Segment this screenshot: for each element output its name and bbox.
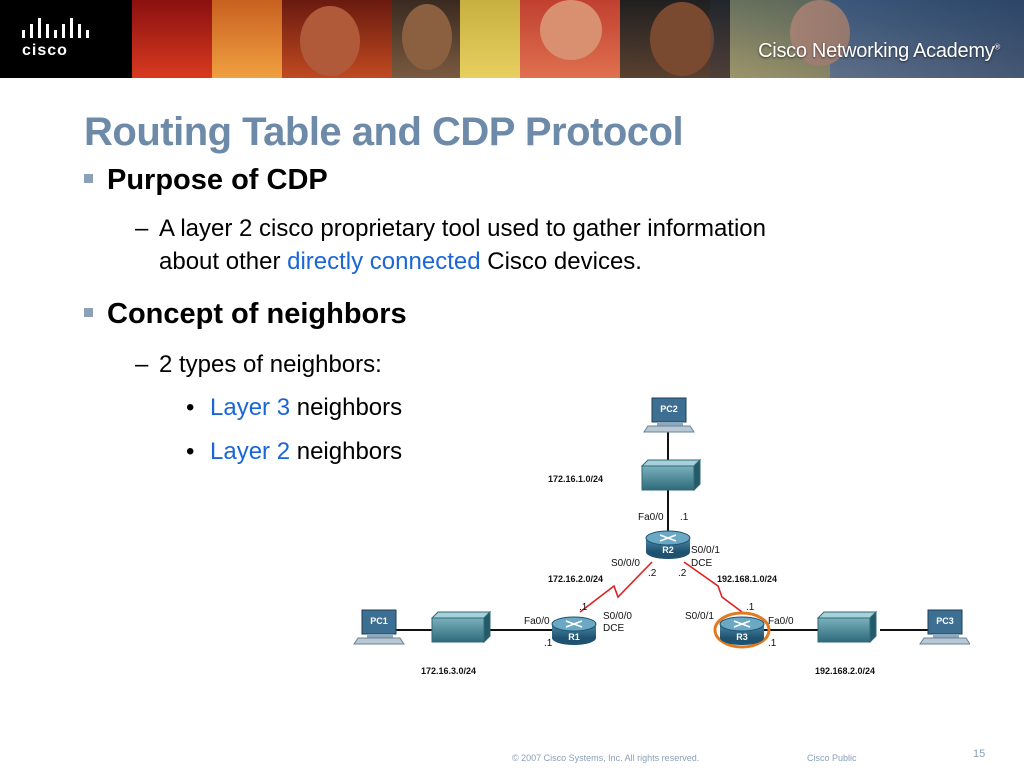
- router-r1-icon: [551, 616, 597, 645]
- r2-left-ip: .2: [648, 568, 657, 579]
- square-bullet-icon: [84, 174, 93, 183]
- network-lan-left: 172.16.3.0/24: [421, 666, 476, 676]
- footer-classification: Cisco Public: [807, 753, 857, 763]
- academy-panel: [710, 0, 1024, 78]
- banner-face-2: [402, 4, 452, 70]
- page-number: 15: [973, 748, 986, 760]
- r3-serial-ip: .1: [746, 602, 755, 613]
- cisco-logo: cisco: [0, 0, 132, 78]
- r1-fa-label: Fa0/0: [524, 616, 550, 627]
- network-wan-left: 172.16.2.0/24: [548, 574, 603, 584]
- pc1-icon: [353, 609, 405, 645]
- dash-marker: –: [135, 351, 149, 378]
- banner-photo-5: [460, 0, 520, 78]
- router-r2-label: R2: [662, 545, 674, 555]
- banner-photo-2: [212, 0, 282, 78]
- dot-bullet-icon: •: [186, 438, 195, 465]
- r2-s001-label: S0/0/1: [691, 545, 720, 556]
- banner-face-1: [300, 6, 360, 76]
- dot-bullet-icon: •: [186, 394, 195, 421]
- square-bullet-icon: [84, 308, 93, 317]
- neighbor-types-text: 2 types of neighbors:: [159, 351, 382, 378]
- r3-s001-label: S0/0/1: [685, 611, 714, 622]
- r1-fa-ip: .1: [544, 638, 553, 649]
- r2-dce-label: DCE: [691, 558, 712, 569]
- wan-links: [579, 561, 743, 613]
- banner-face-4: [650, 2, 714, 76]
- banner-photo-1: [132, 0, 212, 78]
- r1-dce-label: DCE: [603, 623, 624, 634]
- r2-s000-label: S0/0/0: [611, 558, 640, 569]
- network-wan-right: 192.168.1.0/24: [717, 574, 777, 584]
- lan-cables: [386, 428, 930, 631]
- item-layer2: • Layer 2 neighbors: [186, 438, 402, 466]
- cisco-bridge-icon: [22, 18, 89, 38]
- r3-fa-ip: .1: [768, 638, 777, 649]
- academy-mark: ®: [994, 42, 1000, 52]
- dash-marker: –: [135, 215, 149, 242]
- layer2-rest: neighbors: [290, 438, 403, 465]
- router-r3-icon: [713, 611, 771, 649]
- pc2-icon: [643, 397, 695, 433]
- serial-link-r1-r2: [579, 561, 653, 613]
- switch-left-icon: [430, 610, 492, 644]
- directly-connected-highlight: directly connected: [287, 248, 481, 275]
- pc1-label: PC1: [370, 616, 388, 626]
- layer2-highlight: Layer 2: [210, 438, 291, 465]
- cisco-wordmark: cisco: [22, 42, 68, 59]
- switch-right-icon: [816, 610, 878, 644]
- layer3-highlight: Layer 3: [210, 394, 291, 421]
- bullet-neighbors: Concept of neighbors: [84, 298, 407, 331]
- r2-fa-ip: .1: [680, 512, 689, 523]
- bullet-neighbors-text: Concept of neighbors: [107, 298, 407, 330]
- item-layer3: • Layer 3 neighbors: [186, 394, 402, 422]
- purpose-line-2-end: Cisco devices.: [480, 248, 642, 275]
- router-r1-label: R1: [568, 632, 580, 642]
- r2-fa-label: Fa0/0: [638, 512, 664, 523]
- bullet-purpose: Purpose of CDP: [84, 164, 328, 197]
- academy-text: Cisco Networking Academy: [758, 40, 995, 62]
- pc3-label: PC3: [936, 616, 954, 626]
- pc3-icon: [919, 609, 970, 645]
- r1-s000-label: S0/0/0: [603, 611, 632, 622]
- layer3-rest: neighbors: [290, 394, 403, 421]
- r2-right-ip: .2: [678, 568, 687, 579]
- sub-bullet-purpose: –A layer 2 cisco proprietary tool used t…: [135, 212, 895, 278]
- router-r3-label: R3: [736, 632, 748, 642]
- serial-link-r2-r3: [683, 561, 743, 613]
- r1-serial-ip: .1: [579, 602, 588, 613]
- switch-top-icon: [640, 458, 702, 492]
- sub-bullet-neighbor-types: –2 types of neighbors:: [135, 348, 895, 381]
- header-banner: cisco Cisco Networking Academy®: [0, 0, 1024, 78]
- network-lan-right: 192.168.2.0/24: [815, 666, 875, 676]
- academy-title: Cisco Networking Academy®: [758, 40, 1000, 63]
- purpose-line-1: A layer 2 cisco proprietary tool used to…: [159, 215, 766, 242]
- footer-copyright: © 2007 Cisco Systems, Inc. All rights re…: [512, 753, 700, 763]
- purpose-line-2-start: about other: [159, 248, 288, 275]
- router-r2-icon: [645, 530, 691, 559]
- bullet-purpose-text: Purpose of CDP: [107, 164, 328, 196]
- pc2-label: PC2: [660, 404, 678, 414]
- slide-title: Routing Table and CDP Protocol: [84, 110, 684, 154]
- network-lan-top: 172.16.1.0/24: [548, 474, 603, 484]
- r3-fa-label: Fa0/0: [768, 616, 794, 627]
- banner-face-3: [540, 0, 602, 60]
- network-topology-diagram: PC2 172.16.1.0/24 R2 R1 R3: [353, 397, 970, 676]
